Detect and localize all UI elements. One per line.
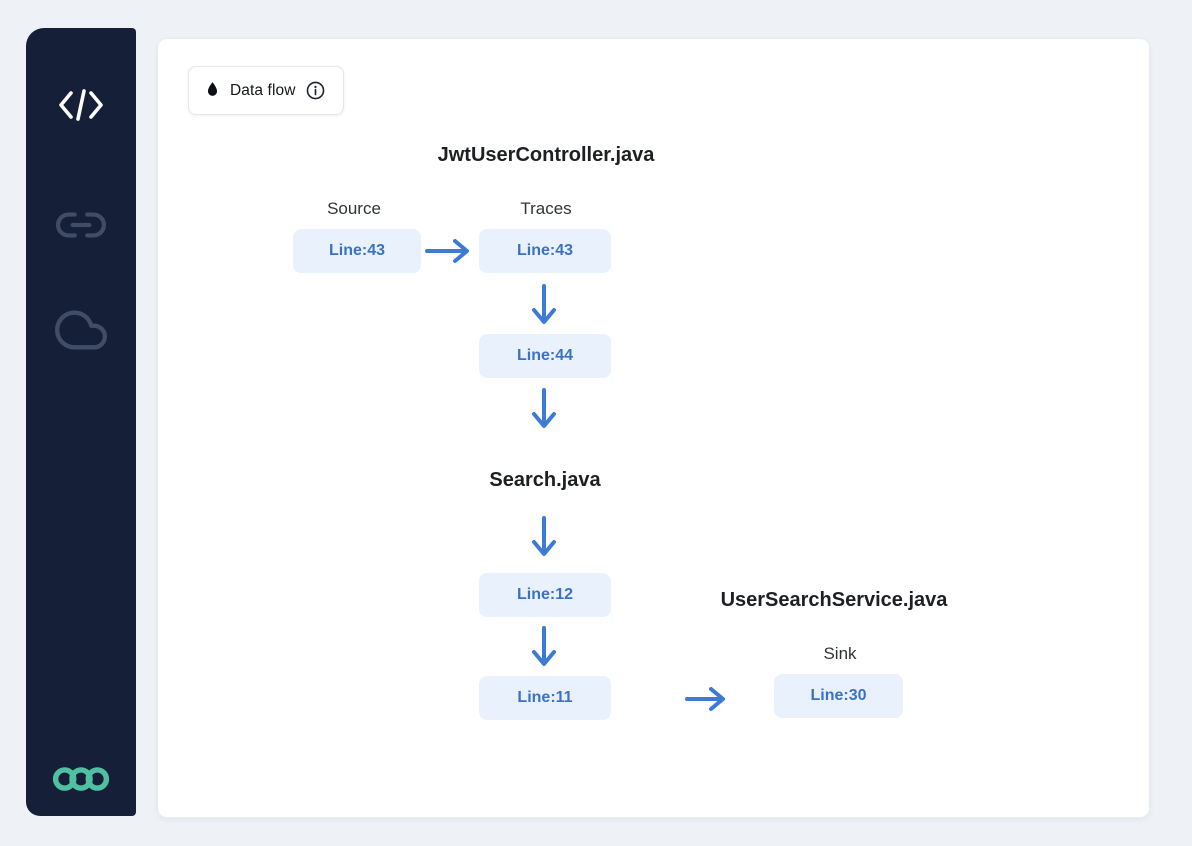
- arrow-down-icon: [529, 283, 559, 332]
- brand-logo[interactable]: [26, 766, 136, 797]
- link-icon: [56, 200, 106, 255]
- traces-label: Traces: [520, 199, 572, 218]
- three-rings-logo-icon: [52, 766, 110, 797]
- arrow-right-icon: [684, 685, 728, 718]
- arrow-down-icon: [529, 515, 559, 564]
- flow-node-trace-line-43[interactable]: Line:43: [479, 229, 611, 273]
- data-flow-tab[interactable]: Data flow: [188, 66, 344, 115]
- info-icon[interactable]: [305, 80, 326, 101]
- sidebar-item-code[interactable]: [26, 88, 136, 127]
- sink-label: Sink: [823, 644, 857, 663]
- file-heading-search: Search.java: [489, 469, 601, 491]
- sidebar: [26, 28, 136, 816]
- sidebar-item-cloud[interactable]: [26, 304, 136, 361]
- flow-node-source-line-43[interactable]: Line:43: [293, 229, 421, 273]
- code-icon: [58, 88, 104, 127]
- file-heading-jwtusercontroller: JwtUserController.java: [437, 144, 655, 166]
- data-flow-panel: Data flow JwtUserController.java Source …: [157, 38, 1150, 818]
- arrow-down-icon: [529, 625, 559, 674]
- data-flow-label: Data flow: [230, 81, 296, 99]
- flow-node-trace-line-11[interactable]: Line:11: [479, 676, 611, 720]
- cloud-icon: [54, 304, 107, 361]
- file-heading-usersearchservice: UserSearchService.java: [720, 589, 948, 611]
- flow-node-trace-line-12[interactable]: Line:12: [479, 573, 611, 617]
- flow-node-trace-line-44[interactable]: Line:44: [479, 334, 611, 378]
- source-label: Source: [327, 199, 381, 218]
- flow-node-sink-line-30[interactable]: Line:30: [774, 674, 903, 718]
- arrow-down-icon: [529, 387, 559, 436]
- arrow-right-icon: [424, 237, 472, 270]
- sidebar-item-link[interactable]: [26, 200, 136, 255]
- droplet-icon: [204, 80, 221, 101]
